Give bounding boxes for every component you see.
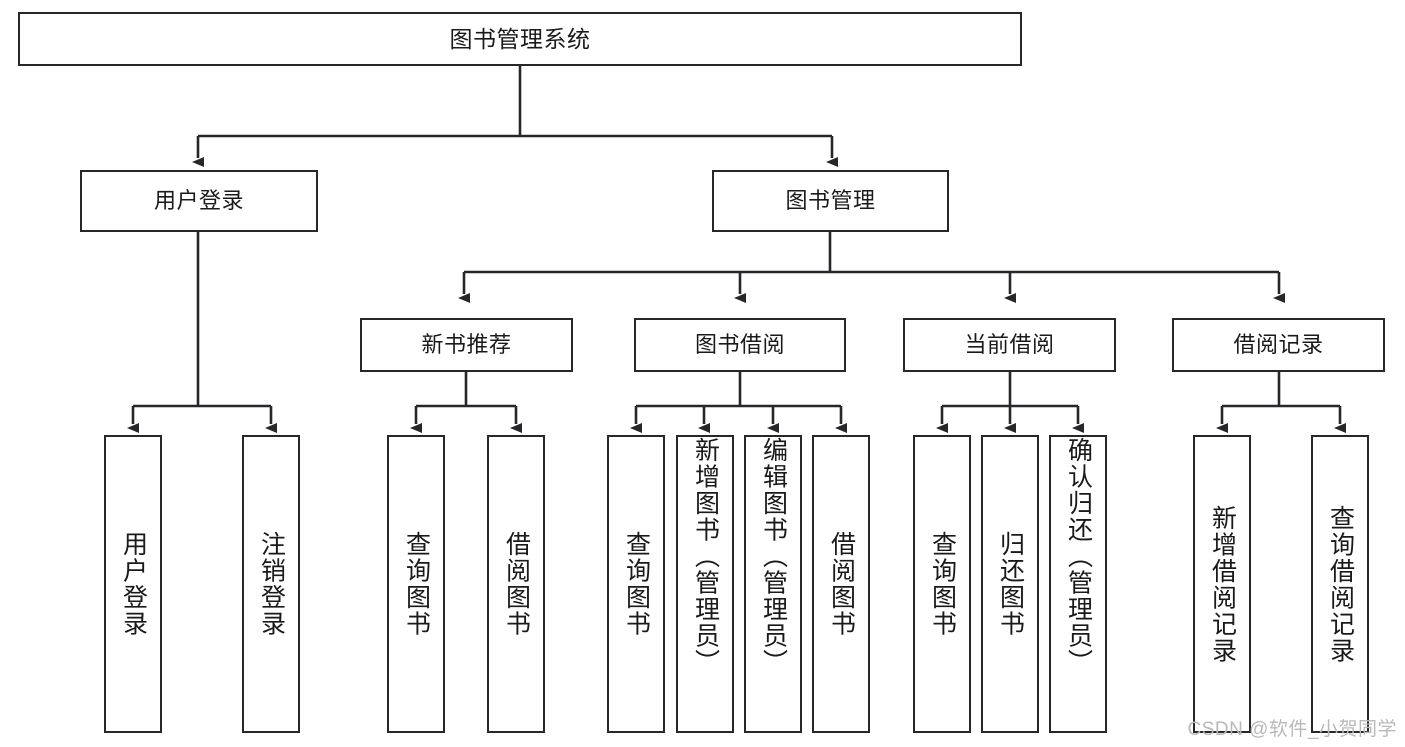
node-label: 图书借阅 — [694, 332, 785, 358]
node-label: 归还图书 — [996, 531, 1025, 637]
leaf-current-return-book[interactable]: 归还图书 — [981, 435, 1039, 733]
node-label: 图书管理 — [785, 188, 876, 214]
node-label: 借阅图书 — [502, 531, 531, 637]
node-root-system[interactable]: 图书管理系统 — [18, 12, 1022, 66]
leaf-record-add-borrow-record[interactable]: 新增借阅记录 — [1193, 435, 1251, 733]
node-label: 借阅记录 — [1233, 332, 1324, 358]
node-label: 编辑图书（管理员） — [759, 437, 788, 676]
leaf-recommend-borrow-book[interactable]: 借阅图书 — [487, 435, 545, 733]
node-borrow-record[interactable]: 借阅记录 — [1172, 318, 1385, 372]
leaf-current-query-book[interactable]: 查询图书 — [913, 435, 971, 733]
leaf-borrow-add-book-admin[interactable]: 新增图书（管理员） — [676, 435, 734, 733]
leaf-record-query-borrow-record[interactable]: 查询借阅记录 — [1311, 435, 1369, 733]
node-label: 查询借阅记录 — [1326, 504, 1355, 664]
leaf-current-confirm-return-admin[interactable]: 确认归还（管理员） — [1049, 435, 1107, 733]
node-label: 确认归还（管理员） — [1064, 437, 1093, 676]
leaf-borrow-borrow-book[interactable]: 借阅图书 — [812, 435, 870, 733]
leaf-logout[interactable]: 注销登录 — [242, 435, 300, 733]
leaf-recommend-query-book[interactable]: 查询图书 — [387, 435, 445, 733]
node-label: 用户登录 — [119, 531, 148, 637]
node-book-management[interactable]: 图书管理 — [712, 170, 949, 232]
node-label: 当前借阅 — [964, 332, 1055, 358]
node-label: 图书管理系统 — [449, 25, 591, 52]
node-current-borrow[interactable]: 当前借阅 — [903, 318, 1116, 372]
node-label: 用户登录 — [153, 188, 244, 214]
node-label: 注销登录 — [257, 531, 286, 637]
node-label: 借阅图书 — [827, 531, 856, 637]
node-label: 新书推荐 — [421, 332, 512, 358]
leaf-borrow-query-book[interactable]: 查询图书 — [607, 435, 665, 733]
node-label: 新增图书（管理员） — [691, 437, 720, 676]
leaf-borrow-edit-book-admin[interactable]: 编辑图书（管理员） — [744, 435, 802, 733]
node-book-borrow[interactable]: 图书借阅 — [634, 318, 846, 372]
node-user-login[interactable]: 用户登录 — [80, 170, 318, 232]
node-label: 查询图书 — [622, 531, 651, 637]
node-label: 新增借阅记录 — [1208, 504, 1237, 664]
leaf-user-login[interactable]: 用户登录 — [104, 435, 162, 733]
node-label: 查询图书 — [928, 531, 957, 637]
node-label: 查询图书 — [402, 531, 431, 637]
watermark-text: CSDN @软件_小贺同学 — [1187, 719, 1397, 740]
node-new-book-recommend[interactable]: 新书推荐 — [360, 318, 573, 372]
